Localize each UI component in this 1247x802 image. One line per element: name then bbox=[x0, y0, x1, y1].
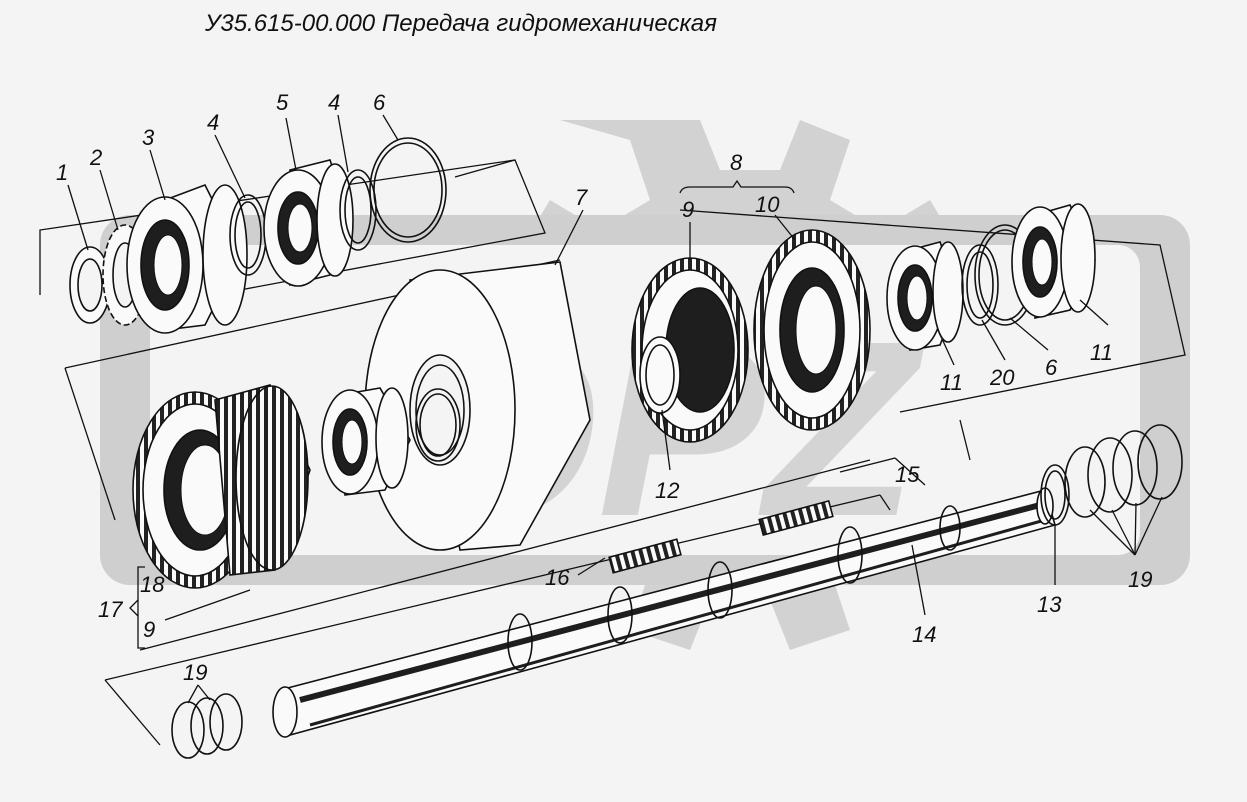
callout-13: 13 bbox=[1037, 592, 1062, 617]
callout-12: 12 bbox=[655, 478, 679, 503]
callout-4: 4 bbox=[207, 110, 219, 135]
seal-rings-part-19-right bbox=[1064, 424, 1183, 518]
callout-9: 9 bbox=[682, 197, 694, 222]
drum-part-7 bbox=[364, 261, 591, 551]
callout-11: 11 bbox=[1090, 340, 1113, 365]
seal-rings-part-19-left bbox=[171, 693, 243, 759]
ring-part-4-right bbox=[339, 169, 377, 251]
callout-3: 3 bbox=[142, 125, 155, 150]
callout-1: 1 bbox=[56, 160, 68, 185]
gear-block-part-17 bbox=[132, 384, 311, 589]
callout-labels: 1 2 3 4 5 4 6 7 8 9 10 11 20 6 11 12 15 … bbox=[56, 90, 1152, 685]
bearing-part-3 bbox=[126, 183, 248, 334]
callout-6: 6 bbox=[1045, 355, 1058, 380]
callout-7: 7 bbox=[575, 185, 588, 210]
bearing-part-left-lower bbox=[321, 387, 461, 496]
callout-6: 6 bbox=[373, 90, 386, 115]
callout-14: 14 bbox=[912, 622, 936, 647]
snap-ring-part-6-top bbox=[369, 137, 447, 243]
callout-16: 16 bbox=[545, 565, 570, 590]
callout-20: 20 bbox=[989, 365, 1015, 390]
gear-part-9-top bbox=[631, 257, 749, 443]
bearing-part-11-left bbox=[886, 241, 964, 351]
gear-part-10 bbox=[753, 229, 871, 431]
diagram-title: У35.615-00.000 Передача гидромеханическа… bbox=[205, 10, 717, 37]
leader-lines bbox=[67, 114, 1163, 704]
callout-15: 15 bbox=[895, 462, 920, 487]
callout-18: 18 bbox=[140, 572, 165, 597]
callout-8: 8 bbox=[730, 150, 743, 175]
callout-17: 17 bbox=[98, 597, 123, 622]
bearing-part-11-right bbox=[1011, 203, 1096, 320]
callout-10: 10 bbox=[755, 192, 780, 217]
callout-5: 5 bbox=[276, 90, 289, 115]
ring-part-20 bbox=[961, 244, 999, 326]
callout-11: 11 bbox=[940, 370, 963, 395]
key-part-16 bbox=[608, 538, 682, 574]
callout-2: 2 bbox=[89, 145, 102, 170]
callout-9: 9 bbox=[143, 617, 155, 642]
callout-19: 19 bbox=[1128, 567, 1152, 592]
nut-part-1 bbox=[69, 246, 111, 324]
key-part-15 bbox=[758, 499, 834, 537]
callout-4: 4 bbox=[328, 90, 340, 115]
callout-19: 19 bbox=[183, 660, 207, 685]
bearing-part-5 bbox=[263, 159, 354, 287]
